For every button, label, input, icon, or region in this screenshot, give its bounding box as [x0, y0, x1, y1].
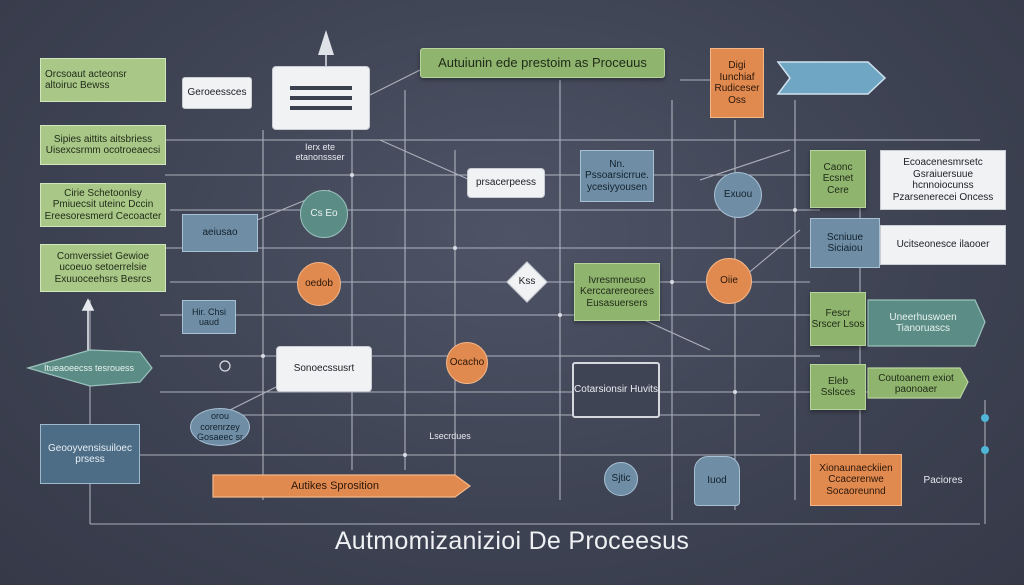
bubble-label-1: Ierx ete etanonssser [295, 141, 345, 162]
process-box-mid[interactable]: prsacerpeess [467, 168, 545, 198]
orange-circle-center[interactable]: Ocacho [446, 342, 488, 384]
right-circle-top[interactable]: Exuou [714, 172, 762, 218]
header-banner[interactable]: Autuiunin ede prestoim as Proceuus [420, 48, 665, 78]
bottom-left-box[interactable]: Geooyvensisuiloec prsess [40, 424, 140, 484]
document-box[interactable] [272, 66, 370, 130]
doc-line-icon [290, 96, 352, 100]
right-blue-box-1[interactable]: Scniuue Siciaiou [810, 218, 880, 268]
gray-node-bottom-left[interactable]: orou corenrzey Gosaeec sr [190, 408, 250, 446]
bottom-orange-bar[interactable]: Autikes Sprosition [290, 479, 380, 492]
right-green-tag-label[interactable]: Coutoanem exiot paonoaer [878, 372, 954, 396]
gray-circle-bottom[interactable]: Sjtic [604, 462, 638, 496]
right-arrow-shape [776, 61, 887, 95]
left-box-4[interactable]: Comverssiet Gewioe ucoeuo setoerrelsie E… [40, 244, 166, 292]
orange-circle-right[interactable]: Oiie [706, 258, 752, 304]
gray-box-left[interactable]: aeiusao [182, 214, 258, 252]
diamond-label: Kss [518, 276, 536, 288]
circle-node-left[interactable]: Cs Eo [300, 190, 348, 238]
pin-icon [318, 30, 334, 55]
right-green-wide-shape [867, 299, 986, 347]
arrow-bubble-left[interactable]: Itueaoeecss tesrouess [43, 362, 135, 373]
right-green-tag-shape [867, 367, 969, 399]
small-blue-box-left[interactable]: Hir. Chsi uaud [182, 300, 236, 334]
left-teal-arrow-shape [25, 349, 153, 387]
orange-circle-left[interactable]: oedob [297, 262, 341, 306]
doc-line-icon [290, 86, 352, 90]
right-white-box-1[interactable]: Ecoacenesmrsetc Gsraiuersuue hcnnoiocuns… [880, 150, 1006, 210]
left-box-2[interactable]: Sipies aittits aitsbriess Uisexcsrmm oco… [40, 125, 166, 165]
left-box-3[interactable]: Cirie Schetoonlsy Pmiuecsit uteinc Dccin… [40, 183, 166, 227]
page-title: Autmomizanizioi De Proceesus [334, 527, 690, 555]
right-bottom-orange[interactable]: Xionaunaeckiien Ccacerenwe Socaoreunnd [810, 454, 902, 506]
right-green-box-1[interactable]: Caonc Ecsnet Cere [810, 150, 866, 208]
white-box-center-low[interactable]: Sonoecssusrt [276, 346, 372, 392]
right-bottom-blue[interactable]: Iuod [694, 456, 740, 506]
left-small-box[interactable]: Geroeessces [182, 77, 252, 109]
right-bottom-label: Paciores [923, 475, 963, 487]
blue-box-center[interactable]: Nn. Pssoarsicrrue. ycesiyyousen [580, 150, 654, 202]
right-teal-label[interactable]: Uneerhuswoen Tianoruascs [889, 311, 957, 335]
decision-diamond [506, 261, 548, 303]
right-green-box-2[interactable]: Fescr Srscer Lsos [810, 292, 866, 346]
dark-box-center[interactable]: Cotarsionsir Huvits [572, 362, 660, 418]
left-box-1[interactable]: Orcsoaut acteonsr altoiruc Bewss [40, 58, 166, 102]
green-box-center[interactable]: Ivresmneuso Kerccarereorees Eusasuersers [574, 263, 660, 321]
right-orange-box[interactable]: Digi Iunchiaf Rudiceser Oss [710, 48, 764, 118]
bottom-orange-arrow-shape [212, 474, 472, 498]
right-white-box-2[interactable]: Ucitseonesce ilaooer [880, 225, 1006, 265]
label-bottom-mid: Lsecrdues [429, 430, 471, 441]
doc-line-icon [290, 106, 352, 110]
right-green-box-3[interactable]: Eleb Sslsces [810, 364, 866, 410]
